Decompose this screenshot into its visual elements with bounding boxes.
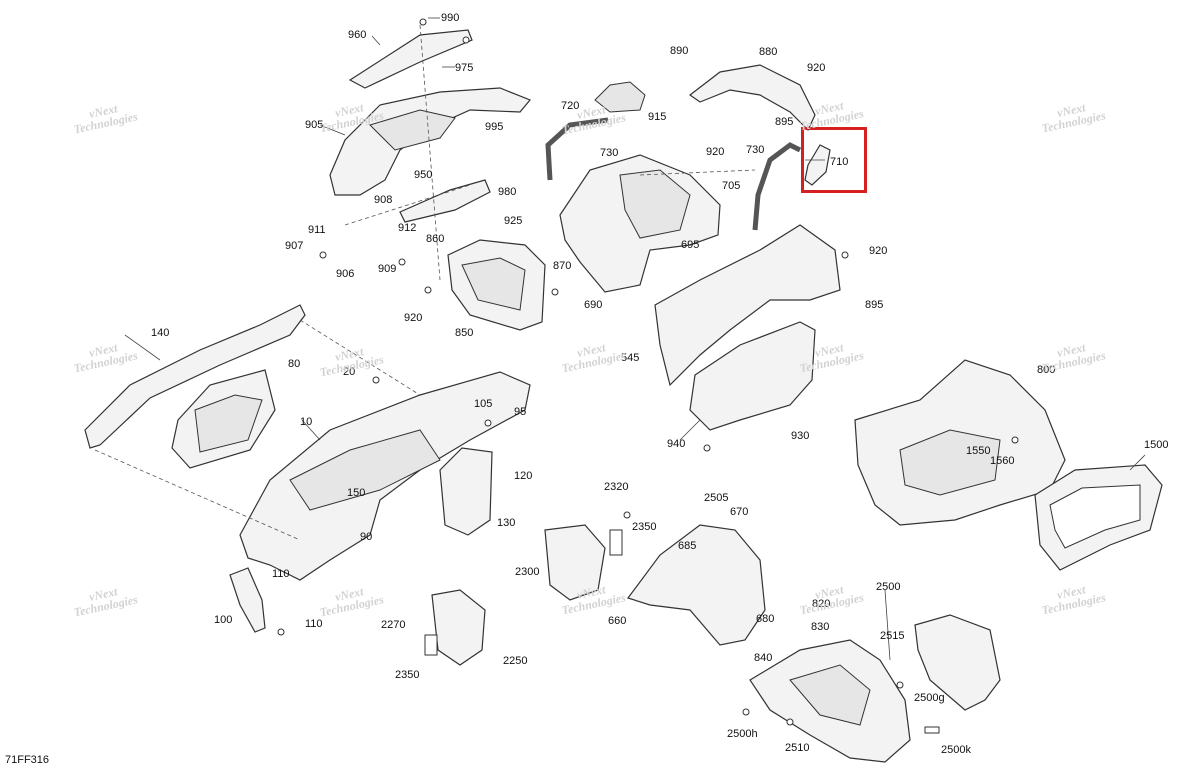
callout-label[interactable]: 911	[308, 224, 326, 236]
callout-label[interactable]: 1560	[990, 455, 1015, 467]
callout-label[interactable]: 912	[398, 222, 417, 234]
callout-label[interactable]: 2350	[632, 521, 657, 533]
callout-label[interactable]: 105	[474, 398, 493, 410]
callout-label[interactable]: 2500h	[727, 728, 758, 740]
part-660	[627, 524, 766, 646]
part-915	[594, 81, 646, 113]
callout-label[interactable]: 950	[414, 169, 433, 181]
callout-label[interactable]: 975	[455, 62, 474, 74]
callout-label[interactable]: 730	[746, 144, 765, 156]
callout-label[interactable]: 95	[514, 406, 527, 418]
part-960	[348, 29, 473, 89]
part-905	[329, 87, 531, 196]
callout-label[interactable]: 920	[706, 146, 725, 158]
callout-label[interactable]: 850	[455, 327, 474, 339]
callout-label[interactable]: 915	[648, 111, 667, 123]
callout-label[interactable]: 110	[305, 618, 323, 630]
part-880	[688, 64, 816, 132]
callout-label[interactable]: 1550	[966, 445, 991, 457]
highlight-box: 710	[801, 127, 867, 193]
part-120	[439, 447, 493, 536]
callout-label[interactable]: 940	[667, 438, 686, 450]
part-950	[399, 179, 491, 223]
callout-label[interactable]: 2300	[515, 566, 540, 578]
callout-label[interactable]: 680	[756, 613, 775, 625]
reference-code: 71FF316	[5, 754, 50, 766]
callout-label[interactable]: 960	[348, 29, 367, 41]
callout-label[interactable]: 880	[759, 46, 778, 58]
callout-label[interactable]: 920	[807, 62, 826, 74]
callout-label[interactable]: 10	[300, 416, 313, 428]
callout-label[interactable]: 2250	[503, 655, 528, 667]
callout-label[interactable]: 830	[811, 621, 830, 633]
callout-label[interactable]: 908	[374, 194, 393, 206]
callout-label[interactable]: 2500k	[941, 744, 971, 756]
callout-label[interactable]: 2500	[876, 581, 901, 593]
callout-label[interactable]: 1500	[1144, 439, 1169, 451]
callout-label[interactable]: 2500g	[914, 692, 945, 704]
callout-label[interactable]: 2350	[395, 669, 420, 681]
callout-label[interactable]: 990	[441, 12, 460, 24]
part-duct-right	[654, 224, 841, 387]
callout-label[interactable]: 860	[426, 233, 445, 245]
callout-label[interactable]: 90	[360, 531, 373, 543]
callout-label[interactable]: 20	[343, 366, 356, 378]
callout-label[interactable]: 906	[336, 268, 355, 280]
callout-label[interactable]: 920	[869, 245, 888, 257]
callout-label[interactable]: 907	[285, 240, 304, 252]
callout-label[interactable]: 2320	[604, 481, 629, 493]
callout-label[interactable]: 150	[347, 487, 366, 499]
part-2300	[544, 524, 606, 601]
callout-label[interactable]: 905	[305, 119, 324, 131]
callout-label[interactable]: 870	[553, 260, 572, 272]
callout-label[interactable]: 895	[775, 116, 794, 128]
callout-label[interactable]: 120	[514, 470, 533, 482]
callout-label[interactable]: 685	[678, 540, 697, 552]
part-140	[84, 304, 306, 449]
callout-label[interactable]: 2510	[785, 742, 810, 754]
callout-label[interactable]: 140	[151, 327, 170, 339]
callout-label[interactable]: 2270	[381, 619, 406, 631]
callout-label[interactable]: 930	[791, 430, 810, 442]
callout-label[interactable]: 80	[288, 358, 301, 370]
callout-label[interactable]: 690	[584, 299, 603, 311]
callout-label[interactable]: 2515	[880, 630, 905, 642]
part-100	[229, 567, 266, 633]
callout-label[interactable]: 820	[812, 598, 831, 610]
callout-label[interactable]: 800	[1037, 364, 1056, 376]
callout-label[interactable]: 2505	[704, 492, 729, 504]
part-2250	[431, 589, 486, 666]
callout-label[interactable]: 130	[497, 517, 516, 529]
callout-label[interactable]: 909	[378, 263, 397, 275]
part-2500-cover	[914, 614, 1001, 711]
callout-label[interactable]: 895	[865, 299, 884, 311]
part-720	[545, 117, 609, 181]
callout-label[interactable]: 695	[681, 239, 700, 251]
callout-label[interactable]: 705	[722, 180, 741, 192]
callout-label[interactable]: 545	[621, 352, 640, 364]
highlighted-callout-label[interactable]: 710	[830, 156, 849, 168]
callout-label[interactable]: 720	[561, 100, 580, 112]
callout-label[interactable]: 110	[272, 568, 290, 580]
callout-label[interactable]: 670	[730, 506, 749, 518]
callout-label[interactable]: 995	[485, 121, 504, 133]
part-710	[804, 144, 831, 186]
callout-label[interactable]: 840	[754, 652, 773, 664]
callout-label[interactable]: 925	[504, 215, 523, 227]
callout-label[interactable]: 980	[498, 186, 517, 198]
callout-label[interactable]: 920	[404, 312, 423, 324]
callout-label[interactable]: 730	[600, 147, 619, 159]
part-730	[752, 142, 802, 231]
callout-label[interactable]: 100	[214, 614, 233, 626]
callout-label[interactable]: 890	[670, 45, 689, 57]
callout-label[interactable]: 660	[608, 615, 627, 627]
